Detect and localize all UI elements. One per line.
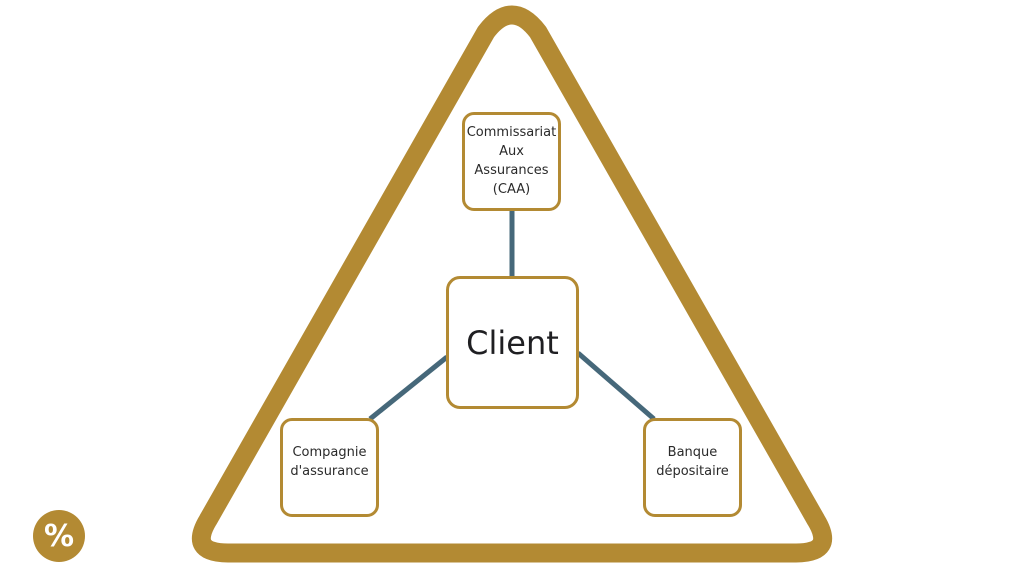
- node-banque-depositaire: Banque dépositaire: [643, 418, 742, 517]
- node-banque-label: Banque dépositaire: [656, 445, 729, 479]
- node-client-label: Client: [466, 323, 559, 362]
- percent-glyph: %: [43, 518, 75, 554]
- outer-triangle: [191, 5, 833, 563]
- node-compagnie-assurance: Compagnie d'assurance: [280, 418, 379, 517]
- connector-client-banque: [576, 351, 656, 421]
- node-client: Client: [446, 276, 579, 409]
- node-caa-label: Commissariat Aux Assurances (CAA): [466, 125, 557, 197]
- node-compagnie-label: Compagnie d'assurance: [290, 445, 369, 479]
- connector-client-compagnie: [368, 355, 449, 421]
- node-caa: Commissariat Aux Assurances (CAA): [462, 112, 561, 211]
- percent-icon: %: [33, 510, 85, 562]
